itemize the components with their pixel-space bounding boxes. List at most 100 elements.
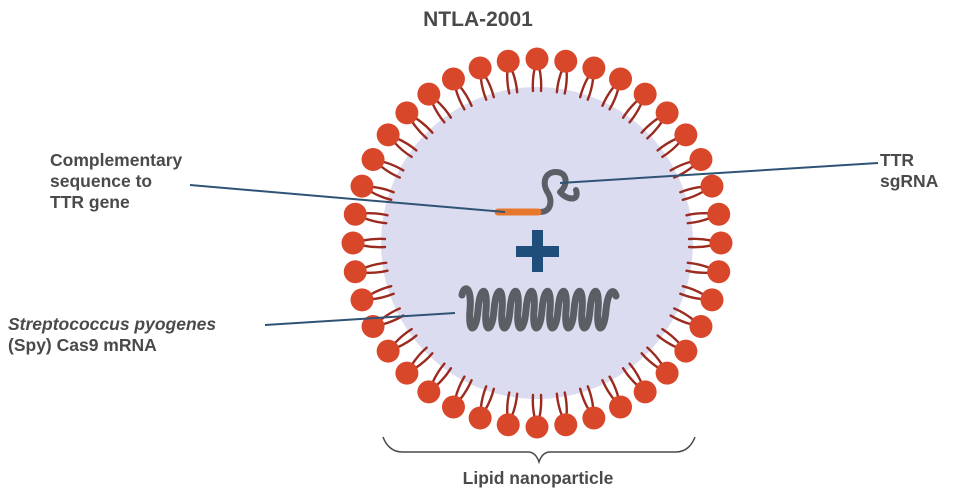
lipid-head	[709, 231, 733, 255]
lipid-bilayer	[341, 47, 733, 439]
lipid-head	[441, 67, 465, 91]
lipid-tail	[608, 87, 620, 111]
lipid-tail	[454, 87, 466, 111]
lipid-tail	[414, 352, 434, 370]
lipid-tail	[673, 307, 695, 322]
lipid-tail	[393, 141, 413, 159]
lipid-tail	[687, 244, 713, 249]
lipid-tail	[458, 85, 473, 107]
lipid-tail	[578, 387, 590, 411]
lipid-head	[609, 67, 633, 91]
lipid-tail	[586, 385, 595, 410]
lipid-tail	[686, 261, 711, 270]
lipid-head	[554, 413, 578, 437]
lipid-tail	[369, 284, 393, 296]
lipid-head	[395, 101, 419, 125]
lipid-head	[343, 202, 367, 226]
lipid-head	[707, 202, 731, 226]
lipid-tail	[621, 367, 639, 387]
label-sgrna: TTR sgRNA	[880, 150, 938, 192]
lipid-tail	[458, 379, 473, 401]
lipid-tail	[686, 216, 711, 225]
lipid-tail	[621, 99, 639, 119]
lipid-tail	[661, 327, 681, 345]
lipid-head	[609, 395, 633, 419]
lipid-tail	[661, 141, 681, 159]
lipid-head	[525, 415, 549, 439]
lipid-tail	[361, 244, 387, 249]
lipid-tail	[370, 292, 395, 301]
lipid-tail	[510, 392, 519, 417]
lipid-head	[376, 339, 400, 363]
lipid-head	[689, 147, 713, 171]
lipid-tail	[628, 102, 643, 124]
lipid-tail	[363, 216, 388, 225]
lipid-head	[496, 49, 520, 73]
lipid-head	[655, 361, 679, 385]
lipid-tail	[506, 391, 511, 417]
diagram-title: NTLA-2001	[423, 8, 533, 31]
label-complementary: Complementary sequence to TTR gene	[50, 150, 182, 213]
lipid-head	[554, 49, 578, 73]
lipid-tail	[363, 212, 389, 217]
lipid-tail	[679, 292, 704, 301]
lipid-head	[633, 380, 657, 404]
lipid-tail	[578, 75, 590, 99]
lipid-head	[674, 123, 698, 147]
lipid-tail	[685, 212, 711, 217]
lipid-tail	[393, 327, 413, 345]
lipid-head	[343, 260, 367, 284]
lipid-tail	[538, 67, 543, 93]
lipid-head	[468, 406, 492, 430]
lipid-tail	[510, 69, 519, 94]
lipid-tail	[646, 346, 664, 366]
label-sgrna-line2: sgRNA	[880, 171, 939, 191]
lipid-head	[361, 315, 385, 339]
label-complementary-line1: Complementary	[50, 150, 183, 170]
lipid-tail	[370, 185, 395, 194]
lipid-tail	[601, 85, 616, 107]
label-cas9: Streptococcus pyogenes (Spy) Cas9 mRNA	[8, 314, 216, 356]
lipid-tail	[601, 379, 616, 401]
lipid-tail	[363, 269, 389, 274]
label-sgrna-line1: TTR	[880, 150, 915, 170]
label-complementary-line2: sequence to	[50, 171, 153, 191]
lipid-head	[350, 174, 374, 198]
pointer-sgrna	[559, 162, 879, 184]
lipid-tail	[506, 69, 511, 95]
lipid-tail	[379, 164, 401, 179]
lipid-tail	[669, 160, 693, 172]
lipid-tail	[435, 367, 453, 387]
lipid-tail	[555, 69, 564, 94]
lipid-tail	[563, 69, 568, 95]
lipid-tail	[628, 362, 643, 384]
lipid-tail	[646, 120, 664, 140]
lipid-head	[376, 123, 400, 147]
lipid-tail	[454, 375, 466, 399]
lipid-tail	[381, 160, 405, 172]
lipid-head	[707, 260, 731, 284]
lipid-tail	[656, 137, 678, 152]
label-lnp-text: Lipid nanoparticle	[462, 468, 614, 488]
label-lnp: Lipid nanoparticle	[0, 468, 956, 489]
lipid-tail	[479, 76, 488, 101]
lipid-tail	[410, 346, 428, 366]
lipid-tail	[640, 116, 660, 134]
lipid-head	[525, 47, 549, 71]
label-cas9-mrna: (Spy) Cas9 mRNA	[8, 335, 157, 355]
lipid-tail	[379, 307, 401, 322]
lipid-tail	[586, 76, 595, 101]
lipid-tail	[669, 314, 693, 326]
lipid-tail	[679, 185, 704, 194]
lipid-tail	[640, 352, 660, 370]
lipid-tail	[396, 137, 418, 152]
lipid-head	[441, 395, 465, 419]
lipid-head	[361, 147, 385, 171]
lipid-tail	[410, 120, 428, 140]
label-cas9-species: Streptococcus pyogenes	[8, 314, 217, 334]
lipid-head	[417, 380, 441, 404]
lipid-head	[633, 82, 657, 106]
plus-icon	[516, 230, 559, 272]
pointer-complementary	[189, 184, 506, 213]
lipid-tail	[687, 237, 713, 242]
